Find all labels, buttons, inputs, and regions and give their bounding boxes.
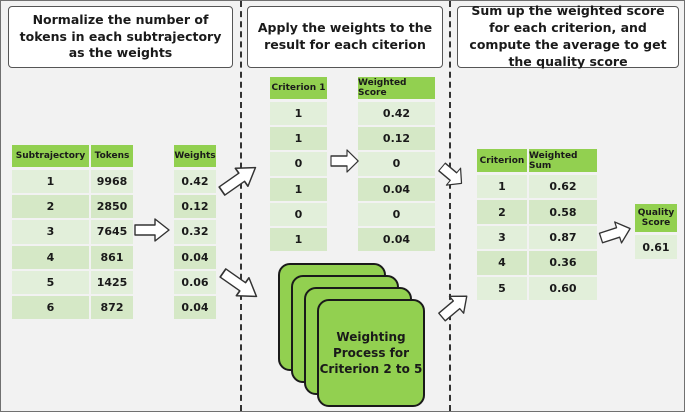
table-cell: 0.58 [529, 200, 597, 224]
column-header: Criterion [477, 149, 527, 172]
table-cell: 0.06 [174, 270, 216, 294]
table-cell: 0 [358, 152, 435, 176]
table-cell: 0.62 [529, 175, 597, 199]
table-cell: 1 [12, 170, 89, 194]
arrow-to-criterion-sum-1 [434, 157, 470, 193]
table-cell: 0.36 [529, 251, 597, 275]
table-cell: 1 [270, 127, 327, 151]
table-cell: 0.04 [358, 228, 435, 252]
step2-header: Apply the weights to the result for each… [247, 6, 443, 68]
arrow-to-quality-score [596, 217, 635, 250]
table-cell: 3 [477, 225, 527, 250]
table-cell: 872 [91, 296, 133, 320]
table-cell: 5 [477, 276, 527, 300]
table-cell: 0.42 [358, 102, 435, 126]
column-header: Weights [174, 145, 216, 167]
table-cell: 7645 [91, 220, 133, 244]
table-cell: 2 [477, 200, 527, 224]
section-divider-2 [449, 1, 451, 411]
table-cell: 0.60 [529, 276, 597, 300]
process-card-front [317, 299, 425, 407]
arrow-to-weighted-score [330, 149, 359, 173]
arrow-to-process [215, 263, 264, 307]
table-cell: 0 [270, 202, 327, 226]
table-cell: 6 [12, 296, 89, 320]
table-cell: 1 [270, 102, 327, 126]
step3-header: Sum up the weighted score for each crite… [457, 3, 679, 69]
table-cell: 0.87 [529, 225, 597, 250]
column-header: Criterion 1 [270, 77, 327, 99]
table-cell: 2 [12, 195, 89, 219]
arrow-to-criterion-sum-2 [434, 287, 475, 327]
table-cell: 1 [270, 228, 327, 252]
table-cell: 0 [270, 152, 327, 176]
table-cell: 4 [12, 245, 89, 269]
quality-score-table: Quality Score 0.61 [634, 204, 678, 260]
table-cell: 2850 [91, 195, 133, 219]
table-cell: 0.04 [358, 177, 435, 201]
table-cell: 0.12 [358, 127, 435, 151]
table-cell: 0.32 [174, 220, 216, 244]
table-cell: 1425 [91, 270, 133, 294]
table-cell: 1 [270, 177, 327, 201]
column-header: Tokens [91, 145, 133, 167]
table-cell: 5 [12, 270, 89, 294]
table-cell: 4 [477, 251, 527, 275]
table-cell: 0.61 [635, 235, 677, 259]
table-cell: 3 [12, 220, 89, 244]
arrow-to-weights [134, 218, 170, 242]
table-cell: 0.12 [174, 195, 216, 219]
table-cell: 0.04 [174, 296, 216, 320]
table-cell: 861 [91, 245, 133, 269]
table-cell: 1 [477, 175, 527, 199]
table-cell: 0 [358, 202, 435, 226]
column-header: Weighted Sum [529, 149, 597, 172]
step1-header: Normalize the number of tokens in each s… [8, 6, 233, 68]
column-header: Subtrajectory [12, 145, 89, 167]
section-divider-1 [240, 1, 242, 411]
arrow-to-criterion1 [214, 157, 263, 201]
process-label: Weighting Process for Criterion 2 to 5 [319, 329, 423, 377]
table-cell: 0.04 [174, 245, 216, 269]
table-cell: 9968 [91, 170, 133, 194]
table-cell: 0.42 [174, 170, 216, 194]
column-header: Quality Score [635, 204, 677, 232]
column-header: Weighted Score [358, 77, 435, 99]
